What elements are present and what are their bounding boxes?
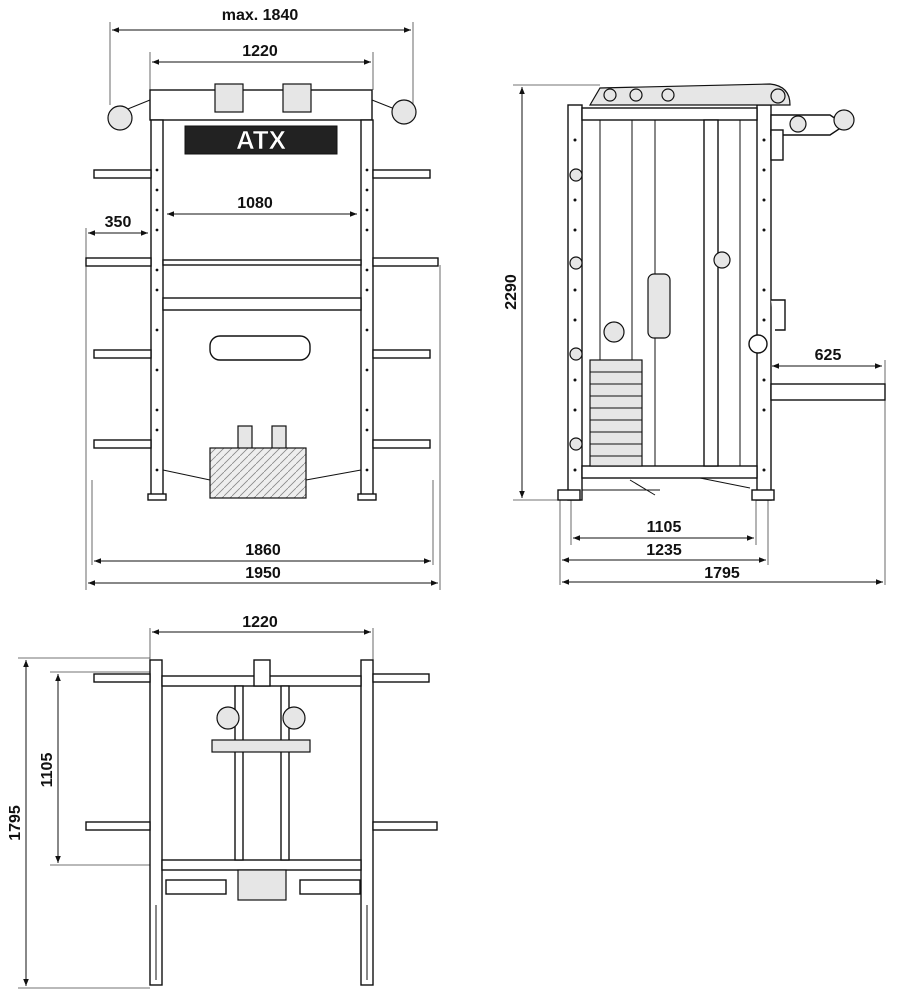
dim-height-label: 2290 bbox=[503, 274, 520, 310]
side-attachment-ring bbox=[748, 334, 768, 354]
front-footplate bbox=[162, 425, 362, 499]
right-arm-pulley-icon bbox=[391, 99, 417, 125]
top-right-pulley-icon bbox=[282, 706, 306, 730]
side-top-pulley-4-icon bbox=[770, 88, 786, 104]
top-dimension-lines bbox=[18, 628, 374, 989]
front-storage-horns bbox=[85, 169, 439, 449]
top-view: 1220 1105 1795 bbox=[7, 614, 438, 989]
side-frame bbox=[557, 83, 791, 501]
top-frame bbox=[149, 659, 374, 986]
top-storage-horns bbox=[85, 673, 438, 831]
dim-max-width-label: max. 1840 bbox=[222, 7, 299, 24]
side-top-pulley-3-icon bbox=[661, 88, 675, 102]
side-plate-holder bbox=[647, 273, 671, 339]
side-safety-arm bbox=[770, 383, 886, 401]
side-lower-pulley-icon bbox=[603, 321, 625, 343]
side-guide-rods bbox=[599, 119, 741, 467]
dim-side-label: 350 bbox=[105, 214, 132, 231]
side-view: 2290 625 1105 1235 1795 bbox=[503, 83, 886, 585]
dim-depth-label: 1795 bbox=[704, 565, 740, 582]
dim-base-label: 1235 bbox=[646, 542, 682, 559]
side-dimension-lines bbox=[513, 84, 886, 585]
brand-logo: ATX bbox=[236, 125, 287, 155]
front-leg-pad-roller bbox=[209, 335, 311, 361]
top-seat-plate bbox=[211, 739, 311, 753]
brand-plate bbox=[184, 125, 338, 155]
side-footplate-base bbox=[582, 477, 751, 496]
top-left-pulley-icon bbox=[216, 706, 240, 730]
weight-stack-plates bbox=[590, 371, 642, 457]
side-j-hook bbox=[771, 299, 786, 331]
weight-stack bbox=[589, 359, 643, 467]
side-cable-arm bbox=[770, 109, 855, 161]
dim-total-width-label: 1950 bbox=[245, 565, 281, 582]
side-top-pulley-2-icon bbox=[629, 88, 643, 102]
top-front-base bbox=[155, 869, 368, 980]
dim-top-frame-label: 1220 bbox=[242, 43, 278, 60]
front-dimension-lines bbox=[85, 22, 441, 590]
front-top-pulley-assembly bbox=[112, 83, 411, 121]
side-top-pulley-1-icon bbox=[603, 88, 617, 102]
dim-arm-label: 625 bbox=[815, 347, 842, 364]
top-dim-width-label: 1220 bbox=[242, 614, 278, 631]
dim-inner-label: 1080 bbox=[237, 195, 273, 212]
dim-base-inner-label: 1105 bbox=[647, 519, 682, 536]
front-uprights bbox=[147, 119, 377, 501]
top-dim-depth-label: 1795 bbox=[7, 805, 24, 841]
top-dim-inner-depth-label: 1105 bbox=[39, 753, 56, 788]
side-center-pulley-icon bbox=[713, 251, 731, 269]
dim-bar-span-label: 1860 bbox=[245, 542, 281, 559]
left-arm-pulley-icon bbox=[107, 105, 133, 131]
front-view: max. 1840 1220 1080 350 1860 1950 ATX bbox=[85, 7, 441, 590]
